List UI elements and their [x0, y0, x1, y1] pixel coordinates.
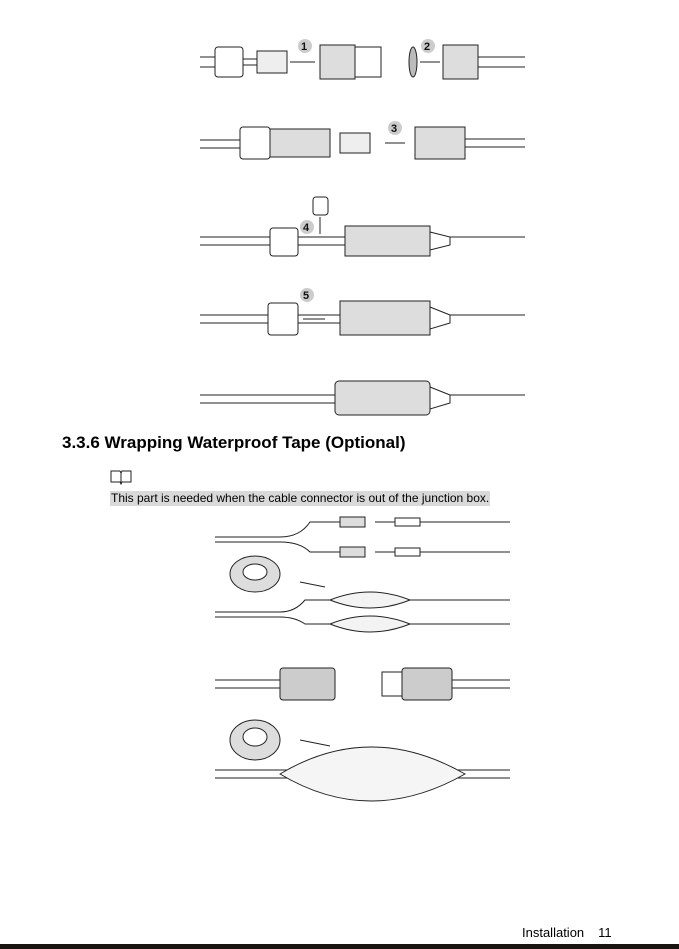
bottom-bar: [0, 944, 679, 949]
tape-wrapping-cables-illustration: [215, 516, 510, 633]
step-3-label: 3: [391, 123, 397, 135]
book-icon: [110, 470, 132, 485]
section-heading: 3.3.6 Wrapping Waterproof Tape (Optional…: [62, 433, 406, 452]
step-1-label: 1: [301, 41, 307, 53]
step-4-label: 4: [303, 222, 310, 234]
page-footer: Installation 11: [522, 925, 626, 940]
step-5-illustration: 5: [200, 288, 525, 336]
assembled-connector-illustration: [200, 380, 525, 416]
step-2-label: 2: [424, 41, 430, 53]
step-3-illustration: 3: [200, 121, 525, 160]
tape-wrapping-connector-illustration: [215, 667, 510, 802]
step-4-illustration: 4: [200, 196, 525, 257]
note-text: This part is needed when the cable conne…: [110, 491, 491, 506]
step-5-label: 5: [303, 290, 309, 302]
page-number: 11: [598, 925, 612, 940]
footer-chapter: Installation: [522, 925, 585, 940]
step-1-2-illustration: 1 2: [200, 39, 525, 80]
